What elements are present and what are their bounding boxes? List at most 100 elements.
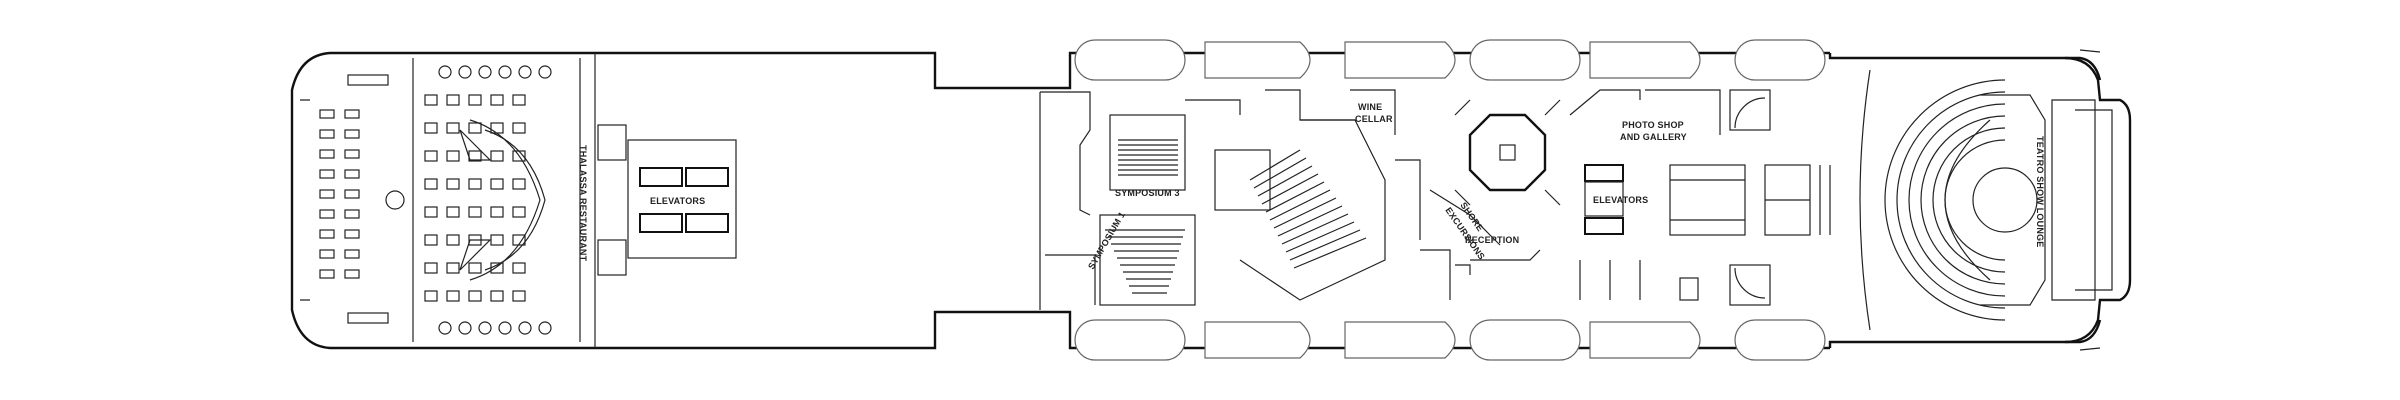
dining-table [446, 150, 460, 162]
dining-table [446, 94, 460, 106]
booth-table [344, 109, 360, 119]
seat-row [1269, 189, 1331, 221]
dining-table [446, 290, 460, 302]
dining-table [424, 234, 438, 246]
dining-table [512, 290, 526, 302]
reception-area: SHORE EXCURSIONS RECEPTION [1420, 99, 1561, 300]
seat-row [1261, 173, 1319, 205]
dining-table [468, 122, 482, 134]
dining-table [446, 178, 460, 190]
dining-table [468, 262, 482, 274]
seat-arc [1932, 127, 2006, 273]
reception-label: RECEPTION [1465, 235, 1519, 245]
booth-table [319, 169, 335, 179]
booth-table [344, 129, 360, 139]
dining-table [512, 206, 526, 218]
round-table [458, 65, 472, 79]
seat-arc [1884, 79, 2006, 321]
dining-table [424, 206, 438, 218]
thalassa-restaurant-label: THALASSA RESTAURANT [578, 145, 588, 262]
dining-table [424, 122, 438, 134]
seat-row [1249, 149, 1301, 181]
round-table [498, 321, 512, 335]
hull-outline [290, 49, 2132, 351]
symposium-area: WINE CELLAR SYMPOSIUM 3 SYMPOSIUM 1 [1039, 89, 1421, 310]
dining-table [446, 262, 460, 274]
theatre-seating [1884, 79, 2006, 321]
dining-table [424, 178, 438, 190]
elevators-aft-label: ELEVATORS [650, 196, 705, 206]
wine-cellar-label-1: WINE [1358, 102, 1382, 112]
elevators-aft: ELEVATORS [597, 124, 737, 276]
booth-table [344, 189, 360, 199]
booth-table [319, 189, 335, 199]
seat-row [1281, 213, 1349, 245]
dining-table [424, 262, 438, 274]
symposium-3-label: SYMPOSIUM 3 [1115, 188, 1180, 198]
symposium-1-label: SYMPOSIUM 1 [1086, 210, 1127, 271]
dining-table [446, 234, 460, 246]
dining-table [512, 178, 526, 190]
seat-row [1265, 181, 1325, 213]
seat-row [1253, 157, 1307, 189]
booth-table [319, 129, 335, 139]
dining-table [468, 206, 482, 218]
booth-table [344, 209, 360, 219]
seat-row [1293, 237, 1367, 269]
dining-table [468, 290, 482, 302]
booth-table [344, 149, 360, 159]
booth-table [344, 229, 360, 239]
booth-table [319, 249, 335, 259]
seat-row [1273, 197, 1337, 229]
booth-table [344, 169, 360, 179]
dining-table [490, 178, 504, 190]
dining-table [424, 150, 438, 162]
booth-table [319, 109, 335, 119]
dining-table [490, 122, 504, 134]
booth-table [319, 269, 335, 279]
thalassa-restaurant-area: THALASSA RESTAURANT [300, 53, 596, 348]
dining-table [512, 122, 526, 134]
round-table [438, 321, 452, 335]
auditorium-seating [1105, 139, 1367, 294]
round-table [538, 321, 552, 335]
teatro-show-lounge: TEATRO SHOW LOUNGE [1859, 69, 2046, 331]
teatro-show-lounge-label: TEATRO SHOW LOUNGE [2035, 136, 2045, 247]
dining-table [424, 290, 438, 302]
booth-table [319, 229, 335, 239]
booth-table [319, 209, 335, 219]
round-table [518, 321, 532, 335]
wine-cellar-label-2: CELLAR [1355, 114, 1393, 124]
seat-row [1289, 229, 1361, 261]
dining-table [468, 94, 482, 106]
photo-shop-area: PHOTO SHOP AND GALLERY [1569, 89, 1771, 306]
round-table [498, 65, 512, 79]
dining-table [512, 94, 526, 106]
dining-table [490, 94, 504, 106]
round-table [518, 65, 532, 79]
dining-table [468, 178, 482, 190]
seat-row [1257, 165, 1313, 197]
round-table [478, 321, 492, 335]
seat-arc [1944, 139, 2006, 261]
dining-table [512, 262, 526, 274]
seat-row [1277, 205, 1343, 237]
photo-shop-label-1: PHOTO SHOP [1622, 120, 1684, 130]
lifeboats [1074, 39, 1826, 361]
round-table [478, 65, 492, 79]
elevators-mid: ELEVATORS [1579, 164, 1831, 301]
booth-table [344, 249, 360, 259]
dining-table [424, 94, 438, 106]
round-table [438, 65, 452, 79]
dining-table [490, 234, 504, 246]
dining-table [446, 206, 460, 218]
dining-table [446, 122, 460, 134]
dining-table [490, 290, 504, 302]
round-table [538, 65, 552, 79]
seat-arc [1908, 103, 2006, 297]
dining-table [490, 206, 504, 218]
dining-table [490, 150, 504, 162]
round-table [458, 321, 472, 335]
seat-arc [1920, 115, 2006, 285]
